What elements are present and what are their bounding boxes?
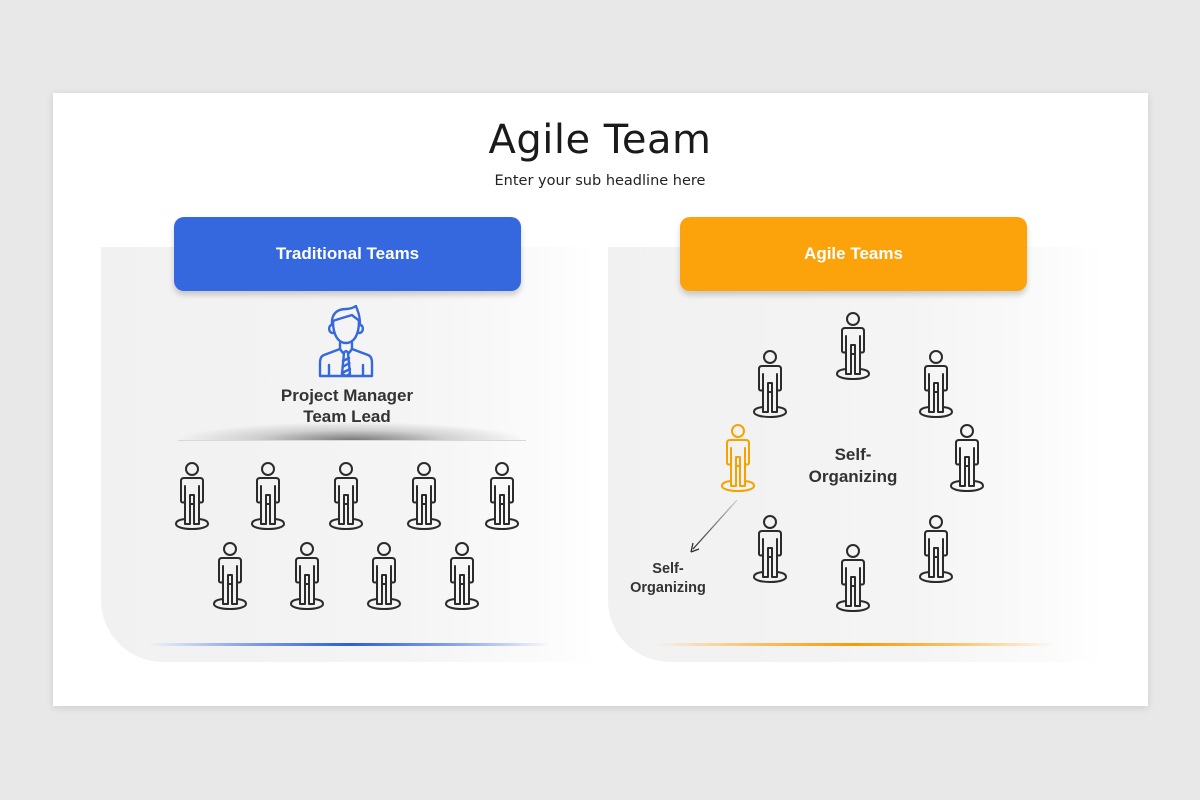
slide-title: Agile Team (488, 117, 712, 163)
team-member-icon (484, 462, 520, 532)
team-member-icon (174, 462, 210, 532)
team-member-icon (406, 462, 442, 532)
leader-label: Project Manager Team Lead (247, 385, 447, 427)
self-organizing-center-label: Self- Organizing (795, 444, 911, 488)
leader-label-line1: Project Manager (280, 386, 414, 405)
traditional-accent-bar (150, 643, 550, 646)
callout-arrow-icon (690, 499, 738, 553)
center-label-line2: Organizing (808, 467, 898, 486)
highlighted-member-icon (720, 424, 756, 494)
team-member-icon (835, 544, 871, 614)
leader-divider-shadow (178, 422, 526, 441)
traditional-teams-header: Traditional Teams (174, 217, 521, 291)
agile-accent-bar (655, 643, 1055, 646)
team-member-icon (444, 542, 480, 612)
leader-label-line2: Team Lead (303, 407, 391, 426)
team-member-icon (289, 542, 325, 612)
team-member-icon (212, 542, 248, 612)
traditional-teams-header-label: Traditional Teams (275, 244, 420, 263)
team-member-icon (752, 350, 788, 420)
team-member-icon (752, 515, 788, 585)
callout-label-line2: Organizing (630, 580, 706, 596)
team-member-icon (918, 515, 954, 585)
center-label-line1: Self- (834, 445, 872, 464)
team-member-icon (328, 462, 364, 532)
team-member-icon (918, 350, 954, 420)
callout-label-line1: Self- (652, 561, 684, 577)
team-member-icon (366, 542, 402, 612)
agile-teams-header: Agile Teams (680, 217, 1027, 291)
slide-subtitle: Enter your sub headline here (494, 173, 706, 189)
team-member-icon (835, 312, 871, 382)
manager-icon (318, 305, 374, 378)
agile-teams-header-label: Agile Teams (804, 244, 903, 263)
team-member-icon (949, 424, 985, 494)
self-organizing-callout-label: Self- Organizing (620, 560, 716, 598)
team-member-icon (250, 462, 286, 532)
